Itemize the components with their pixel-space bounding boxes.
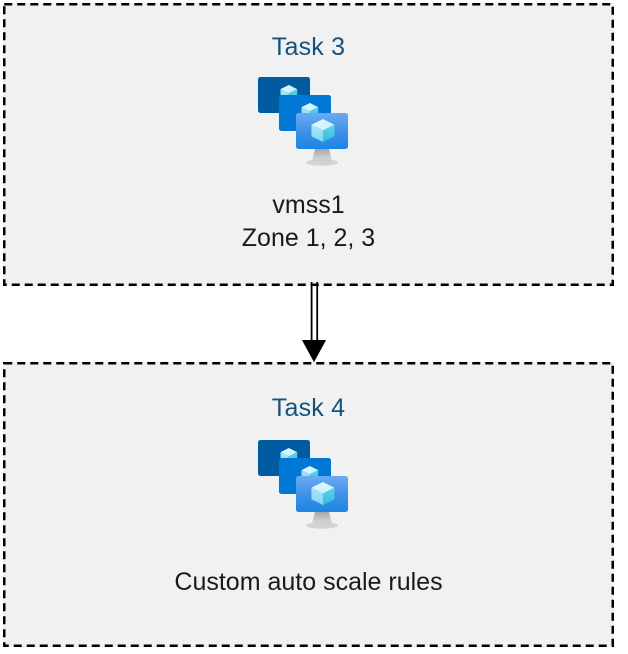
task-caption-sub: Zone 1, 2, 3	[241, 224, 376, 252]
task-caption: Custom auto scale rules	[174, 568, 443, 596]
task-box-task-4[interactable]: Task 4	[3, 362, 614, 647]
task-title: Task 4	[271, 394, 346, 422]
task-title: Task 3	[271, 33, 346, 61]
task-box-task-3[interactable]: Task 3	[3, 3, 614, 286]
connector-arrow-down-icon	[302, 282, 326, 362]
azure-vm-scale-set-icon	[257, 440, 348, 529]
task-caption: vmss1	[272, 191, 345, 219]
azure-vm-scale-set-icon	[257, 77, 348, 166]
